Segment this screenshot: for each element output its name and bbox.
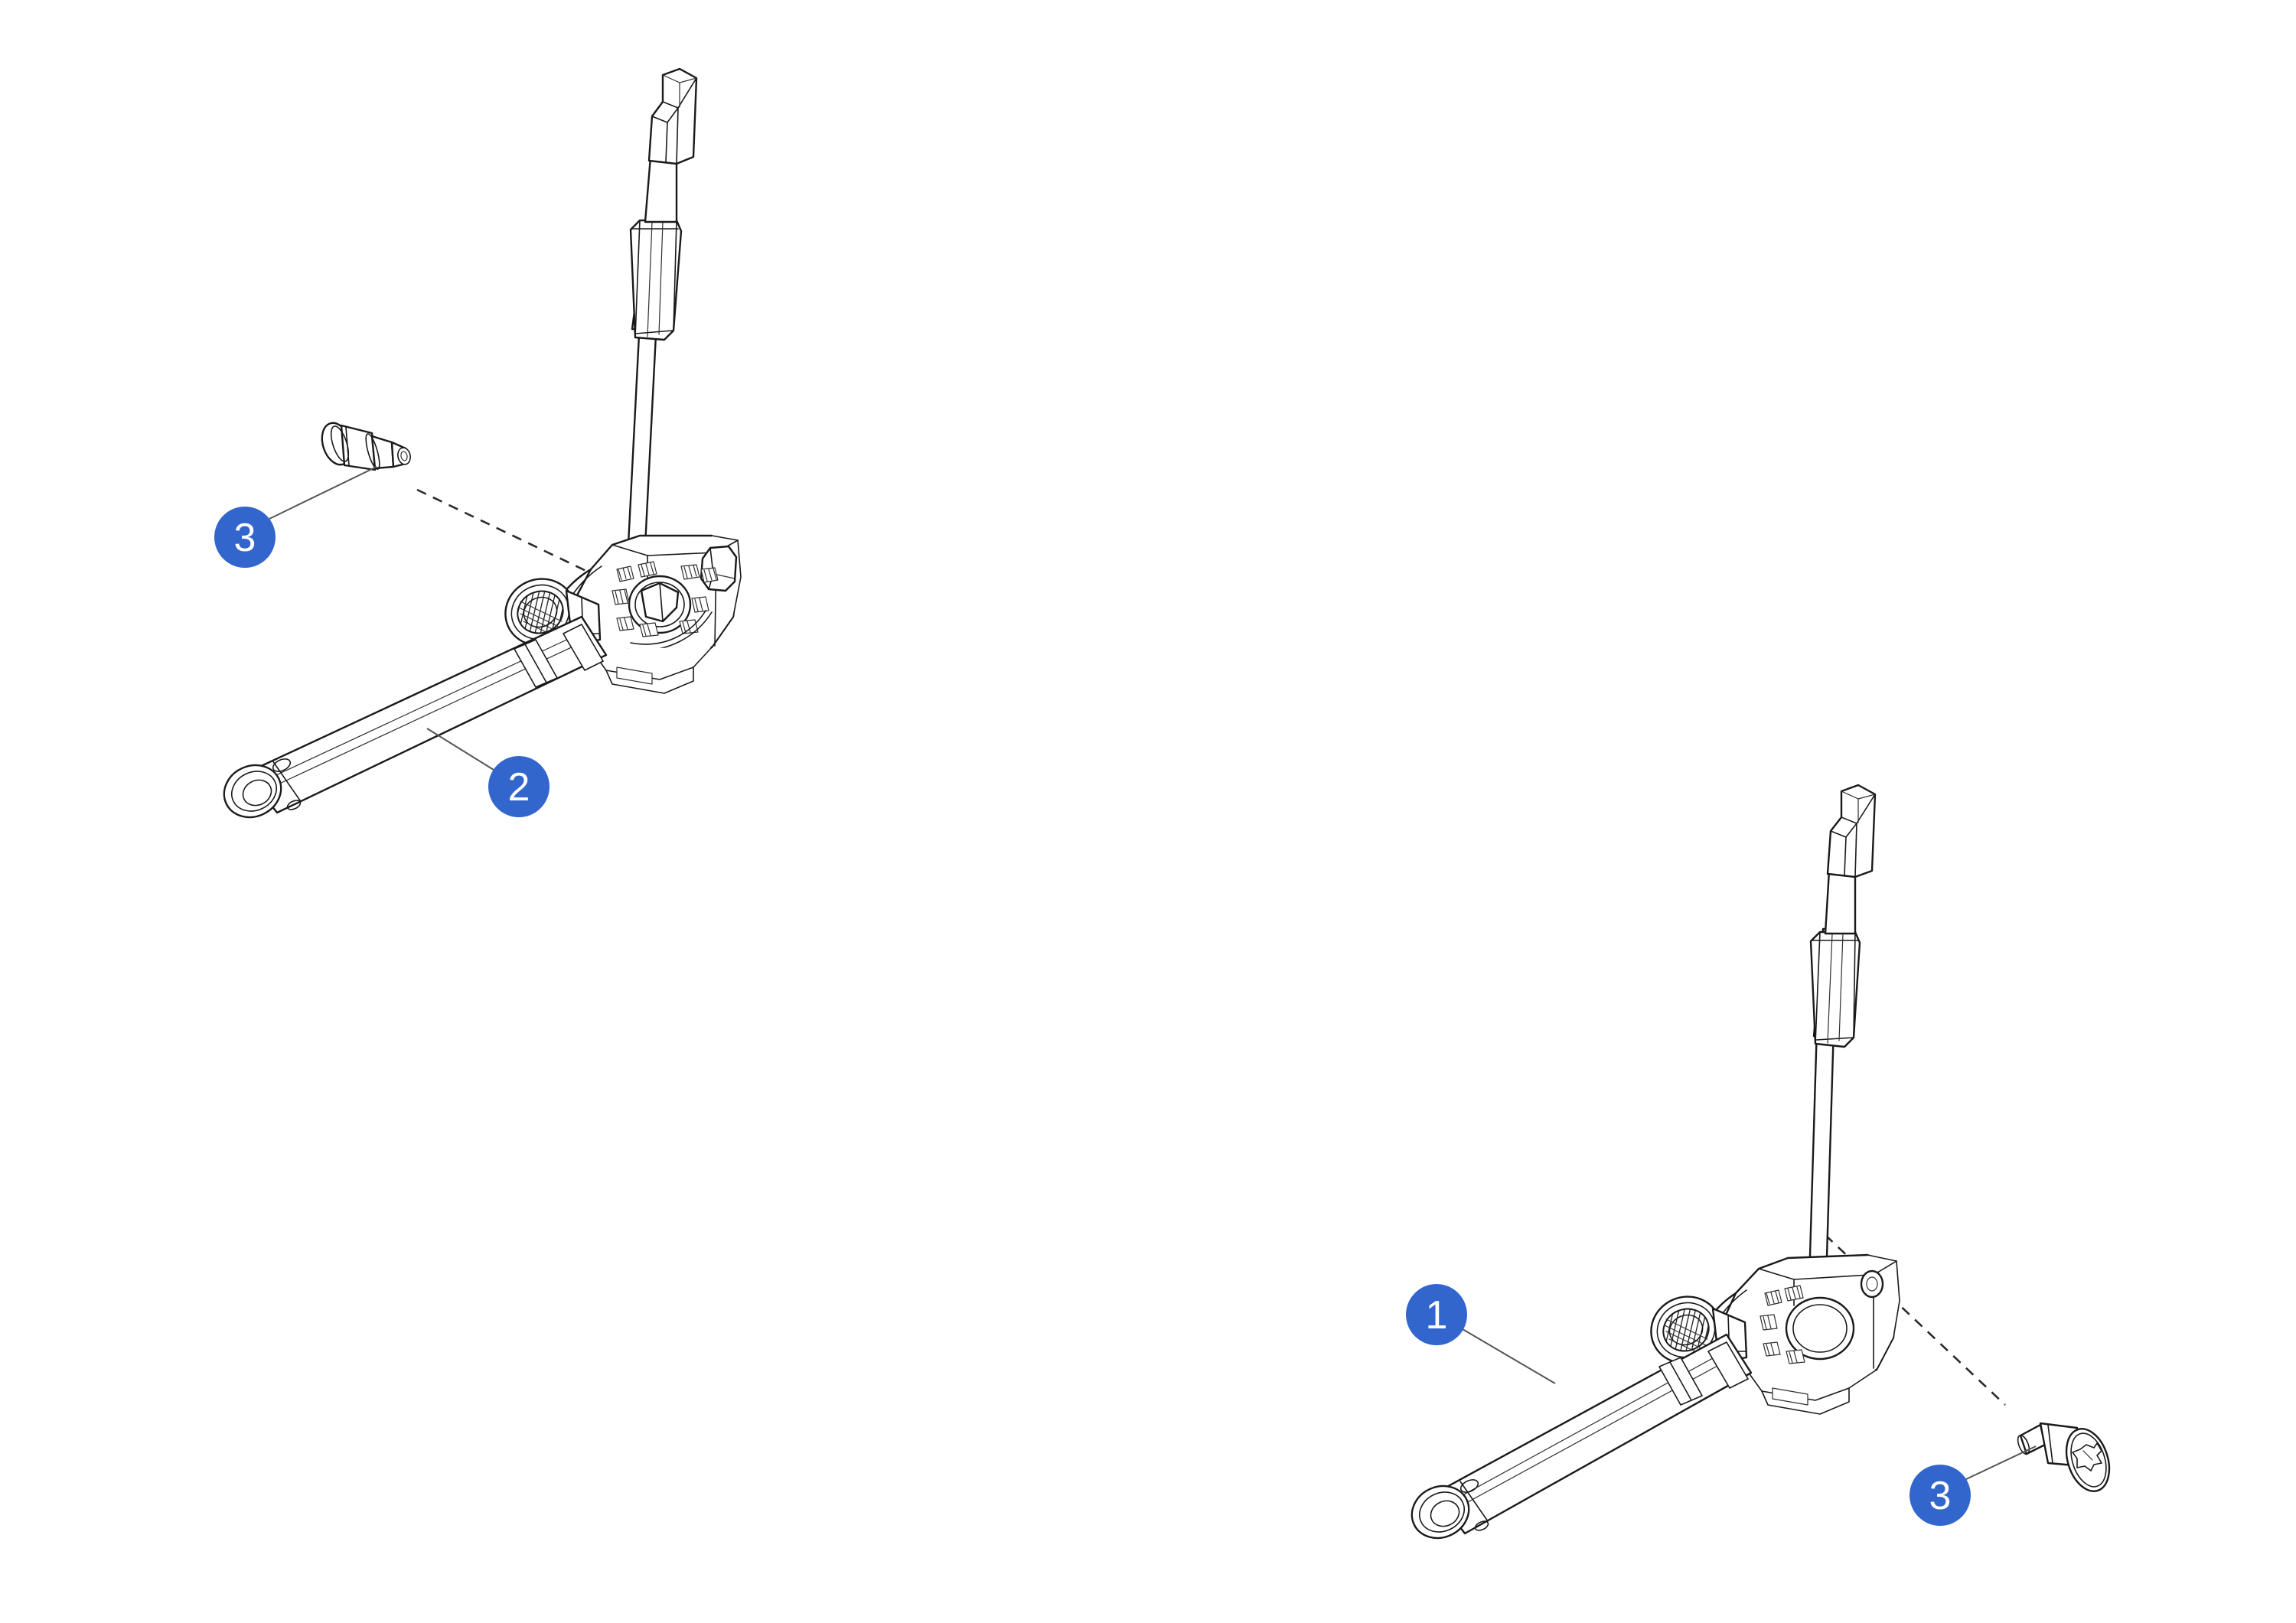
callout-number: 3 <box>1929 1474 1952 1518</box>
callout-leader-line <box>269 466 377 520</box>
callout-badge[interactable] <box>214 507 276 568</box>
callout-badge[interactable] <box>1406 1284 1467 1345</box>
callout-badge[interactable] <box>1910 1465 1971 1526</box>
callout-number: 1 <box>1426 1293 1448 1338</box>
tube-arm-right <box>1411 1333 1753 1540</box>
tube-arm-left <box>223 615 608 819</box>
callout-leader-line <box>426 728 494 771</box>
bracket-housing-left <box>546 534 742 694</box>
lever-rod-right <box>1808 784 1877 1284</box>
callout-left-2[interactable]: 2 <box>426 728 550 817</box>
assembly-left: 3 2 <box>214 67 742 819</box>
callout-leader-line <box>1964 1445 2037 1481</box>
callout-badge[interactable] <box>488 756 550 817</box>
callout-right-1[interactable]: 1 <box>1406 1284 1556 1384</box>
torx-shoulder-bolt-right <box>2017 1422 2111 1492</box>
callout-right-3[interactable]: 3 <box>1910 1445 2037 1526</box>
assembly-right: 1 3 <box>1406 784 2111 1540</box>
callout-leader-line <box>1462 1328 1556 1384</box>
callout-number: 3 <box>234 516 256 560</box>
bracket-housing-right <box>1694 1253 1900 1415</box>
callout-number: 2 <box>508 765 530 810</box>
lever-rod-left <box>625 67 698 592</box>
callout-left-3[interactable]: 3 <box>214 466 377 568</box>
shoulder-bolt-left <box>321 422 411 471</box>
